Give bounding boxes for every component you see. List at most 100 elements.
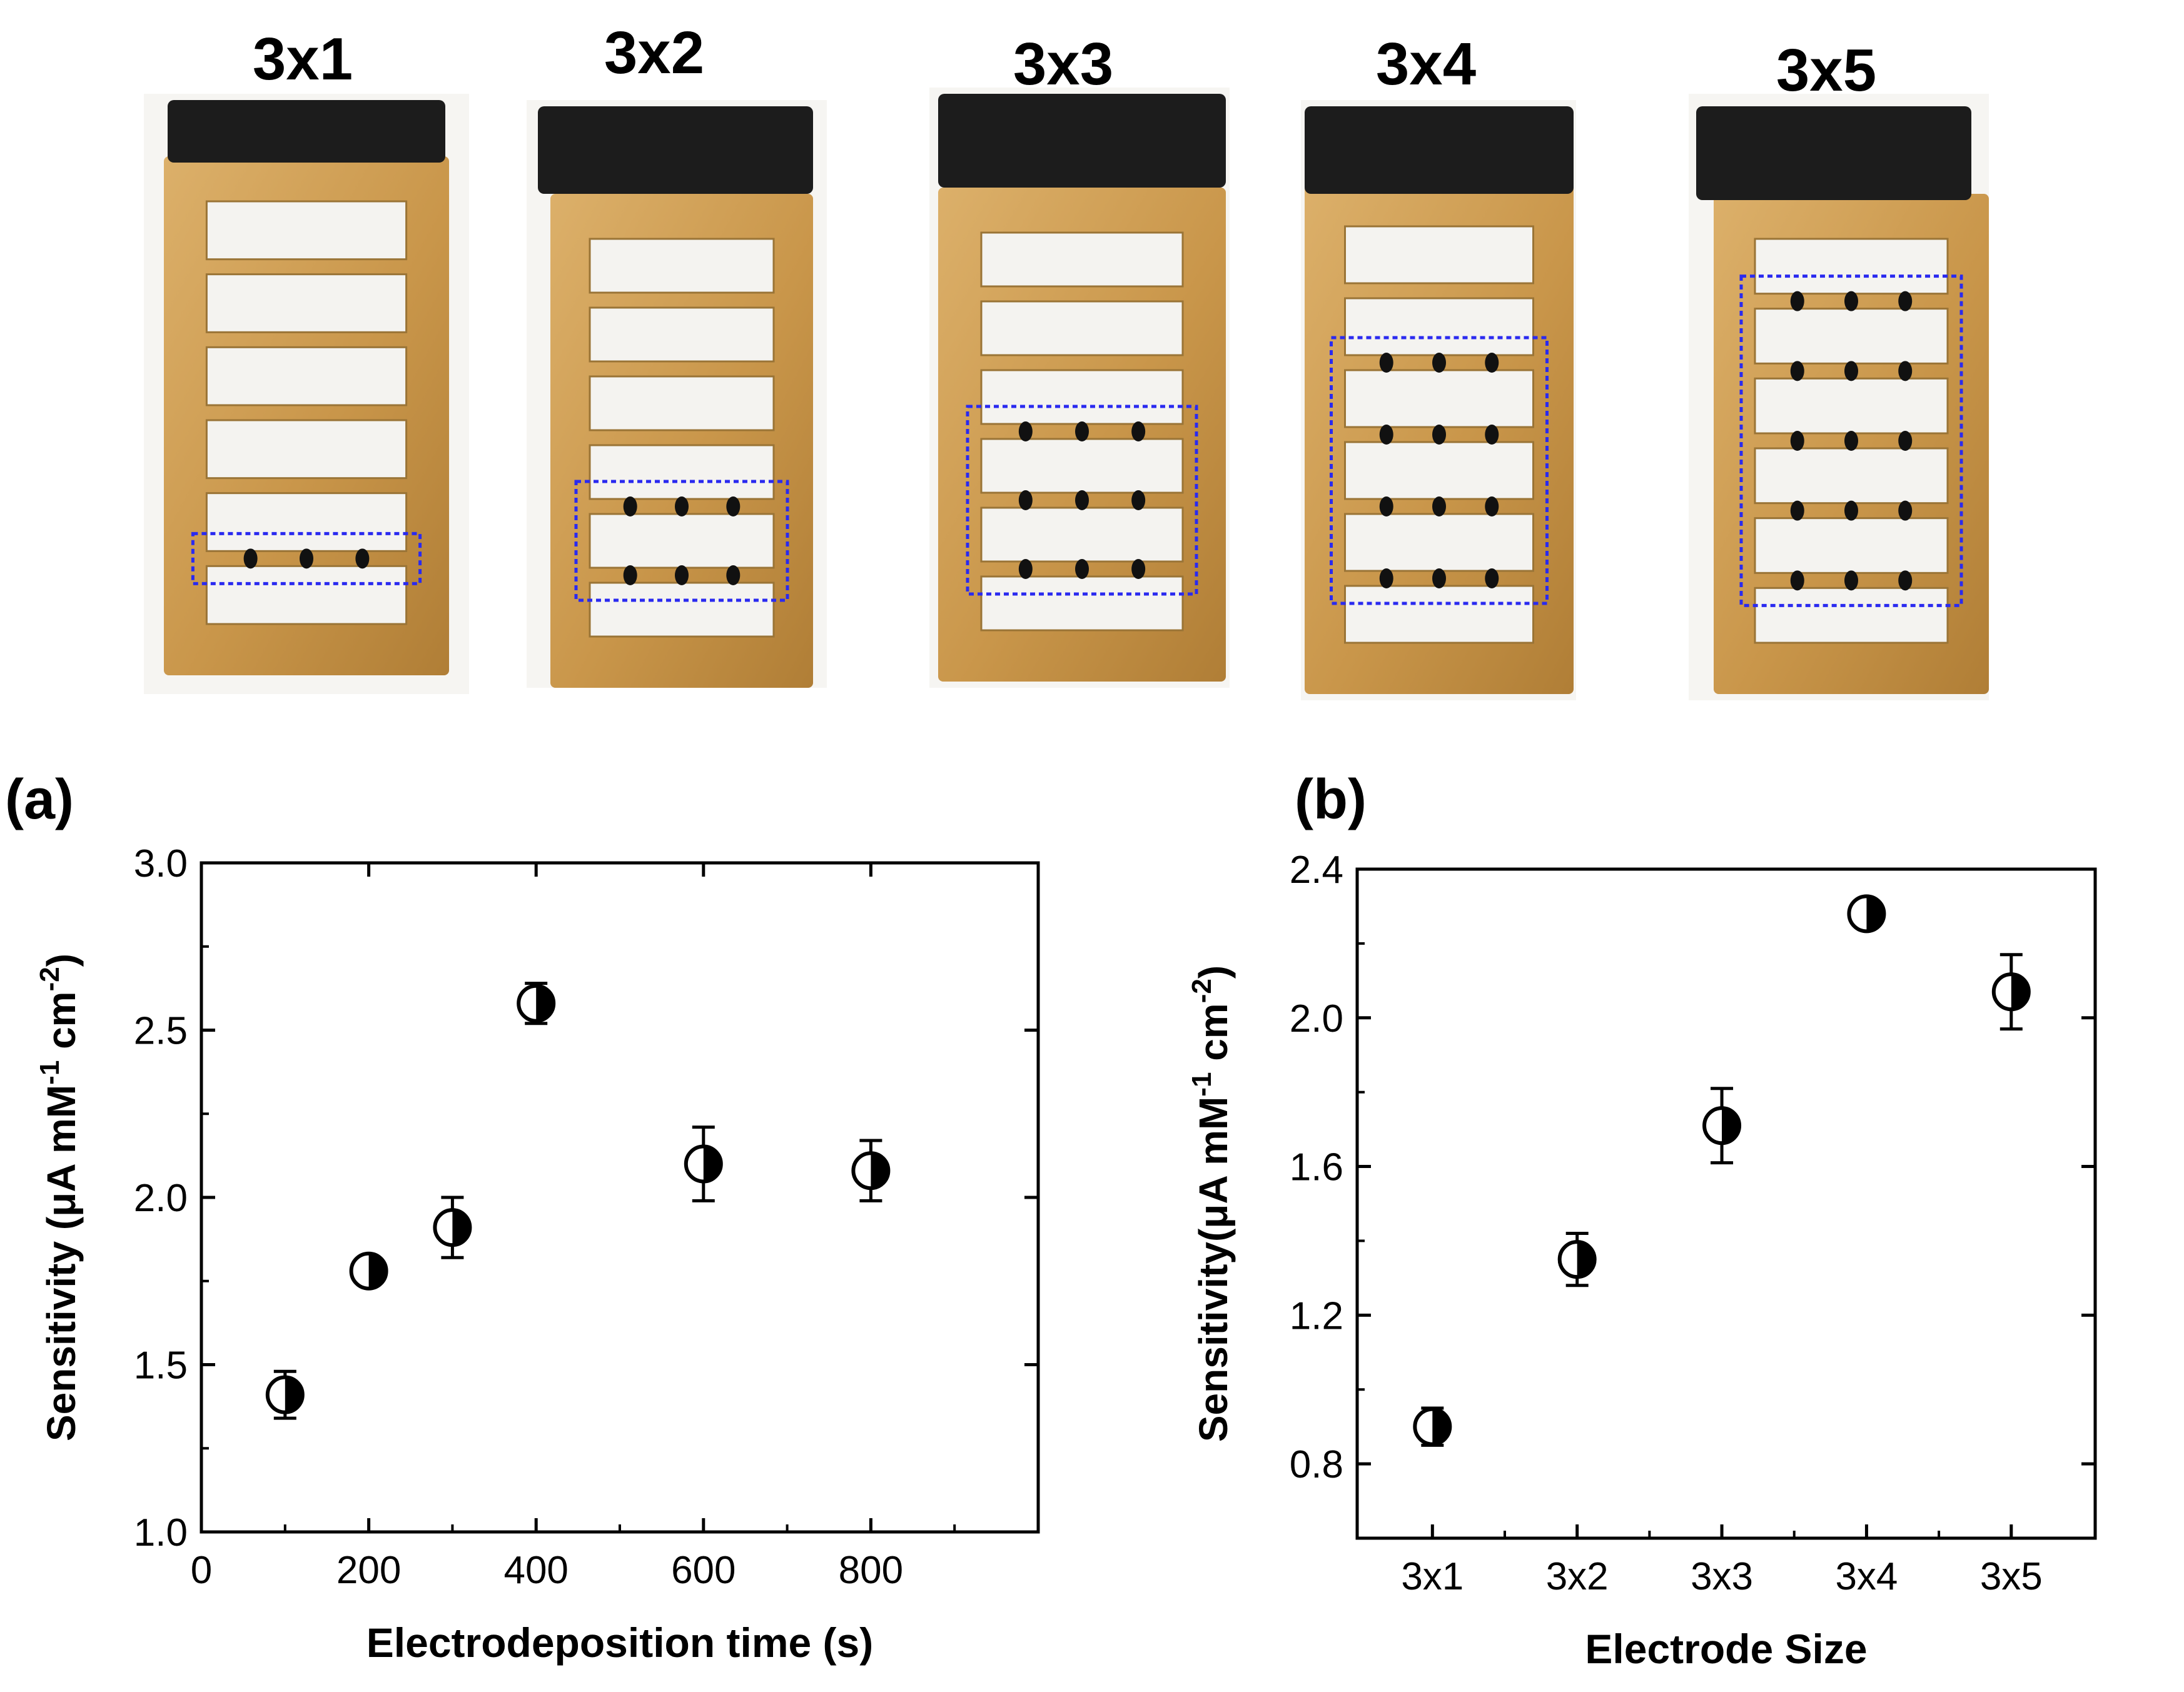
electrode-window — [205, 346, 408, 406]
deposit-dot — [1075, 490, 1089, 510]
deposit-dot — [1379, 496, 1393, 516]
panel-label-b: (b) — [1295, 768, 1367, 831]
deposit-dot — [1898, 291, 1913, 311]
electrode-window — [589, 306, 775, 363]
plot-frame — [1355, 867, 2097, 1540]
electrode-window — [980, 575, 1184, 632]
y-tick-label: 0.8 — [1290, 1443, 1343, 1486]
electrode-window — [1754, 587, 1949, 644]
deposit-dot — [1131, 490, 1146, 510]
electrode-window — [980, 506, 1184, 563]
x-tick-label: 800 — [839, 1549, 903, 1592]
electrode-window — [1344, 297, 1534, 356]
x-tick-label: 3x4 — [1835, 1555, 1898, 1598]
data-point — [851, 1151, 891, 1191]
electrode-window — [1344, 225, 1534, 285]
electrode-window — [1754, 377, 1949, 435]
deposit-dot — [1790, 500, 1804, 521]
x-tick-label: 600 — [671, 1549, 736, 1592]
x-tick-label: 0 — [191, 1549, 212, 1592]
deposit-dot — [1075, 421, 1089, 441]
deposit-dot — [1898, 431, 1913, 451]
deposit-dot — [1485, 568, 1499, 588]
y-tick-label: 2.4 — [1290, 849, 1343, 892]
deposit-dot — [355, 548, 370, 569]
data-point — [433, 1208, 472, 1247]
deposit-dot — [1790, 361, 1804, 381]
deposit-dot — [1018, 559, 1033, 579]
highlight-box — [574, 480, 789, 602]
panel-label-a: (a) — [5, 768, 74, 831]
electrode-window — [589, 375, 775, 431]
y-axis-label: Sensitivity(μA mM-1 cm-2) — [1186, 965, 1236, 1442]
electrode-window — [980, 369, 1184, 425]
x-tick-label: 3x5 — [1980, 1555, 2043, 1598]
deposit-dot — [1844, 431, 1858, 451]
deposit-dot — [675, 565, 689, 585]
electrode-window — [980, 231, 1184, 288]
deposit-dot — [1898, 361, 1913, 381]
deposit-dot — [1379, 425, 1393, 445]
y-tick-label: 2.0 — [134, 1177, 188, 1220]
photo-label-3x2: 3x2 — [604, 19, 705, 86]
y-tick-label: 2.0 — [1290, 997, 1343, 1040]
deposit-dot — [1018, 421, 1033, 441]
highlight-box — [1739, 274, 1963, 607]
y-tick-label: 1.2 — [1290, 1294, 1343, 1337]
deposit-dot — [1898, 500, 1913, 521]
plot-frame — [200, 861, 1040, 1534]
photo-label-3x1: 3x1 — [252, 26, 353, 93]
y-tick-label: 1.5 — [134, 1344, 188, 1387]
data-point — [1557, 1240, 1597, 1279]
deposit-dot — [300, 548, 313, 569]
data-point — [349, 1251, 388, 1291]
deposit-dot — [1131, 559, 1146, 579]
electrode-window — [980, 438, 1184, 494]
deposit-dot — [623, 565, 637, 585]
highlight-box — [966, 405, 1198, 596]
y-tick-label: 1.6 — [1290, 1146, 1343, 1189]
electrode-window — [1344, 513, 1534, 572]
deposit-dot — [1131, 421, 1146, 441]
photo-label-3x5: 3x5 — [1776, 37, 1877, 104]
data-point — [1413, 1407, 1452, 1446]
deposit-dot — [1432, 353, 1446, 373]
electrode-window — [589, 444, 775, 500]
y-tick-label: 1.0 — [134, 1511, 188, 1554]
deposit-dot — [1844, 570, 1858, 591]
highlight-box — [1330, 336, 1549, 605]
photo-label-3x4: 3x4 — [1375, 31, 1477, 98]
insulating-tape — [168, 100, 445, 163]
deposit-dot — [1790, 570, 1804, 591]
x-axis-label: Electrodeposition time (s) — [367, 1619, 873, 1666]
electrode-window — [205, 200, 408, 261]
electrode-photo-3x3 — [929, 88, 1230, 688]
insulating-tape — [1696, 106, 1971, 200]
deposit-dot — [1432, 425, 1446, 445]
electrode-photos — [144, 88, 1989, 700]
insulating-tape — [538, 106, 813, 194]
x-tick-label: 3x3 — [1691, 1555, 1753, 1598]
data-point — [1702, 1106, 1742, 1146]
electrode-window — [205, 419, 408, 480]
electrode-window — [1344, 369, 1534, 428]
deposit-dot — [1898, 570, 1913, 591]
electrode-window — [205, 565, 408, 625]
electrode-photo-3x5 — [1689, 94, 1989, 700]
deposit-dot — [1379, 568, 1393, 588]
electrode-window — [1754, 517, 1949, 574]
deposit-dot — [1018, 490, 1033, 510]
deposit-dot — [1485, 425, 1499, 445]
electrode-window — [589, 238, 775, 294]
electrode-window — [980, 300, 1184, 356]
deposit-dot — [1379, 353, 1393, 373]
x-axis-label: Electrode Size — [1585, 1626, 1867, 1672]
deposit-dot — [1485, 496, 1499, 516]
data-point — [517, 984, 556, 1023]
insulating-tape — [938, 94, 1226, 188]
electrode-window — [1344, 441, 1534, 500]
electrode-window — [205, 273, 408, 333]
highlight-box — [191, 531, 422, 585]
data-point — [1991, 972, 2031, 1012]
